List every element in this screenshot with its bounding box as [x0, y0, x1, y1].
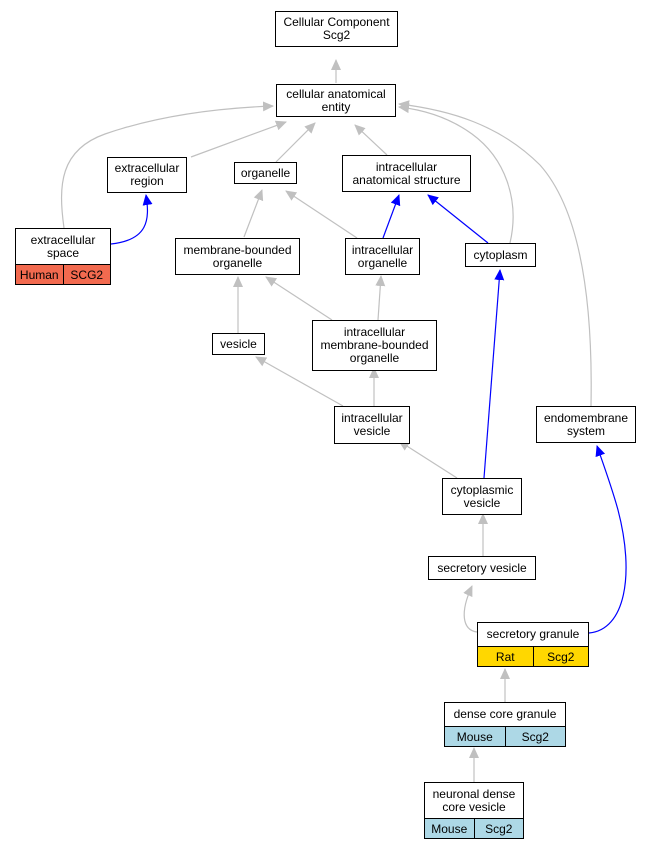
edge-cytoplasm-cae [398, 103, 514, 244]
edge-ias-cae [354, 124, 388, 156]
node-label: intracellular organelle [351, 242, 414, 270]
gene-cell: SCG2 [62, 265, 110, 284]
edge-iv-vesicle [255, 356, 344, 407]
edge-extracellular-space-region [110, 194, 153, 245]
node-label: membrane-bounded organelle [183, 242, 292, 270]
node-extracellular-region[interactable]: extracellular region [107, 157, 187, 193]
edge-extracellular-region-cae [190, 120, 287, 158]
node-label: intracellular vesicle [341, 411, 403, 438]
node-vesicle[interactable]: vesicle [212, 333, 265, 355]
edge-mbo-organelle [243, 189, 264, 238]
node-label: dense core granule [453, 707, 557, 721]
edge-endomembrane-cae [398, 100, 592, 407]
node-cellular-component-root[interactable]: Cellular Component Scg2 [275, 11, 398, 47]
node-label: intracellular anatomical structure [352, 159, 461, 187]
edge-io-ias [382, 194, 401, 239]
node-neuronal-dense-core-vesicle[interactable]: neuronal dense core vesicle Mouse Scg2 [424, 782, 524, 839]
node-organelle[interactable]: organelle [234, 162, 297, 184]
edge-extracellular-space-cae [60, 101, 274, 229]
edge-sg-sv [463, 585, 478, 633]
annotation-row: Mouse Scg2 [445, 726, 565, 746]
node-membrane-bounded-organelle[interactable]: membrane-bounded organelle [175, 238, 300, 275]
node-cellular-anatomical-entity[interactable]: cellular anatomical entity [276, 84, 396, 117]
node-intracellular-membrane-bounded-organelle[interactable]: intracellular membrane-bounded organelle [312, 320, 437, 371]
annotation-row: Human SCG2 [16, 264, 110, 284]
annotation-row: Rat Scg2 [478, 646, 588, 666]
node-label: cellular anatomical entity [286, 86, 386, 114]
node-label: secretory granule [486, 627, 580, 641]
gene-cell: Scg2 [504, 727, 565, 746]
node-dense-core-granule[interactable]: dense core granule Mouse Scg2 [444, 702, 566, 747]
node-secretory-granule[interactable]: secretory granule Rat Scg2 [477, 622, 589, 667]
node-label: cytoplasm [473, 247, 528, 262]
edge-cytoplasm-ias [427, 194, 489, 244]
node-extracellular-space[interactable]: extracellular space Human SCG2 [15, 228, 111, 285]
edge-organelle-cae [275, 122, 316, 163]
node-secretory-vesicle[interactable]: secretory vesicle [428, 556, 536, 580]
species-cell: Human [16, 265, 63, 284]
node-intracellular-organelle[interactable]: intracellular organelle [345, 238, 420, 275]
edge-imbo-io [375, 275, 386, 321]
node-label: Cellular Component Scg2 [283, 15, 390, 42]
node-intracellular-vesicle[interactable]: intracellular vesicle [334, 406, 410, 444]
edge-cv-cytoplasm [483, 269, 505, 479]
node-label: intracellular membrane-bounded organelle [320, 325, 429, 365]
node-label: secretory vesicle [437, 560, 527, 575]
edge-imbo-mbo [265, 276, 333, 321]
annotation-row: Mouse Scg2 [425, 818, 523, 838]
node-label: vesicle [220, 336, 257, 351]
node-label: cytoplasmic vesicle [450, 482, 514, 510]
edge-sg-endomembrane [588, 445, 627, 634]
species-cell: Mouse [425, 819, 474, 838]
gene-cell: Scg2 [473, 819, 523, 838]
edge-cv-iv [398, 440, 458, 479]
node-label: extracellular space [30, 232, 96, 260]
species-cell: Mouse [445, 727, 505, 746]
node-endomembrane-system[interactable]: endomembrane system [536, 406, 636, 443]
node-cytoplasmic-vesicle[interactable]: cytoplasmic vesicle [442, 478, 522, 515]
node-cytoplasm[interactable]: cytoplasm [465, 243, 536, 267]
node-label: extracellular region [114, 161, 180, 188]
node-label: neuronal dense core vesicle [432, 786, 516, 814]
node-label: endomembrane system [543, 410, 629, 438]
node-label: organelle [240, 165, 291, 180]
gene-cell: Scg2 [532, 647, 588, 666]
edge-io-organelle [285, 190, 358, 239]
node-intracellular-anatomical-structure[interactable]: intracellular anatomical structure [342, 155, 471, 192]
species-cell: Rat [478, 647, 533, 666]
